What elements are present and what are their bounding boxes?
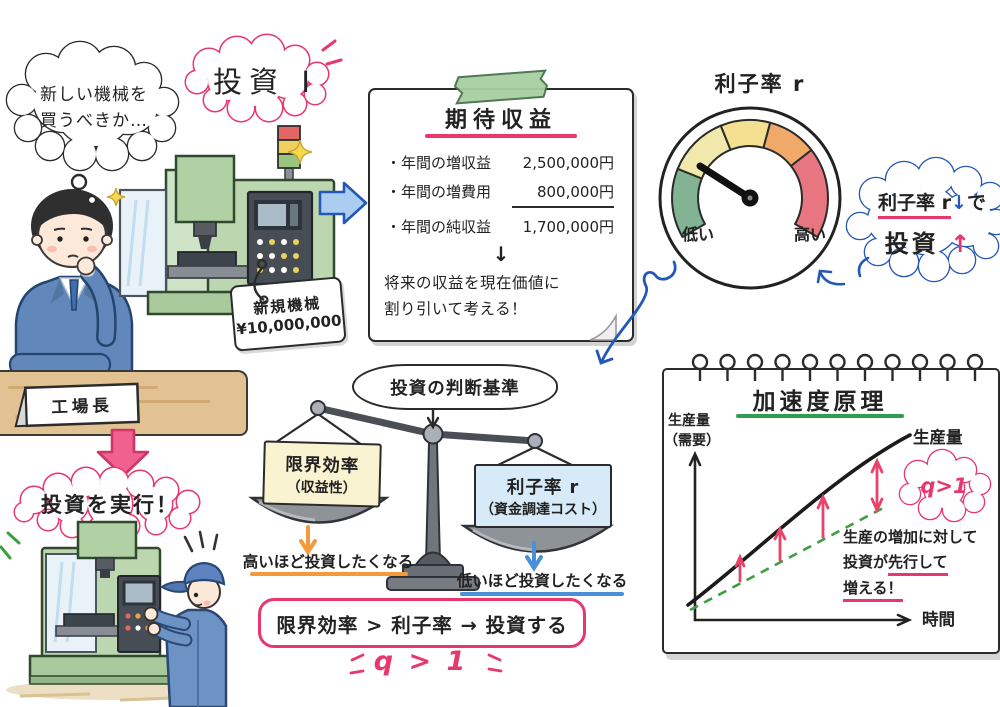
note-title: 期待収益 bbox=[444, 108, 557, 133]
note-emphasized: 増える！ bbox=[843, 579, 903, 602]
execute-bubble: 投資を実行！ bbox=[10, 466, 210, 541]
up-arrow-glyph: ↑ bbox=[950, 230, 974, 258]
title-bubble: 投資 I bbox=[183, 33, 333, 123]
note-row-value: 2,500,000円 bbox=[522, 154, 614, 172]
curve-label: 生産量 bbox=[913, 428, 963, 447]
machine-control-panel bbox=[246, 190, 314, 286]
notebook-title-underline bbox=[736, 414, 904, 418]
gauge-dial-icon bbox=[658, 106, 842, 290]
name-plate-label: 工場長 bbox=[50, 395, 114, 417]
graph-axes bbox=[688, 450, 913, 627]
q-cloud: q>1 bbox=[896, 448, 992, 523]
note-row: ・年間の増費用 800,000円 bbox=[386, 181, 614, 202]
thought-bubble: 新しい機械を 買うべきか… bbox=[5, 40, 182, 178]
name-plate: 工場長 bbox=[11, 380, 145, 431]
balance-bubble: 投資の判断基準 bbox=[352, 364, 558, 410]
note-emphasized: 先行して bbox=[888, 553, 948, 576]
down-arrow-glyph: ↓ bbox=[492, 242, 510, 266]
notebook-note-line1: 生産の増加に対して bbox=[843, 528, 978, 546]
left-card-line1: 限界効率 bbox=[284, 454, 360, 477]
gauge-low-label: 低い bbox=[681, 225, 714, 244]
left-note: 高いほど投資したくなる bbox=[242, 553, 414, 571]
thought-line1: 新しい機械を bbox=[40, 84, 148, 105]
left-note-underline bbox=[250, 572, 408, 576]
expected-revenue-note: 期待収益 ・年間の増収益 2,500,000円 ・年間の増費用 800,000円… bbox=[368, 88, 634, 342]
gauge-needle-icon bbox=[696, 162, 754, 202]
gauge-high-label: 高い bbox=[793, 225, 826, 244]
note-plain: 投資が bbox=[843, 553, 889, 571]
interest-rate-card: 利子率 r （資金調達コスト） bbox=[474, 464, 612, 528]
graph-xlabel: 時間 bbox=[922, 610, 955, 629]
conclusion-box: 限界効率 > 利子率 → 投資する bbox=[258, 598, 586, 648]
investment-dashed-line bbox=[689, 506, 884, 612]
notebook-note-line3: 増える！ bbox=[843, 579, 903, 602]
signal-tower-icon bbox=[277, 125, 301, 183]
interest-subject: 利子率 r bbox=[878, 192, 952, 219]
worker-machine-illustration bbox=[6, 520, 228, 707]
notebook-note-line2: 投資が先行して bbox=[843, 553, 948, 576]
arrow-right-icon bbox=[318, 181, 368, 225]
note-row-label: ・年間の純収益 bbox=[386, 218, 492, 236]
q-formula: q > 1 bbox=[373, 646, 469, 677]
price-tag-price: ¥10,000,000 bbox=[235, 310, 343, 339]
note-footer1: 将来の収益を現在価値に bbox=[384, 274, 561, 292]
right-note-underline bbox=[460, 592, 624, 596]
balance-scale-icon bbox=[248, 400, 614, 591]
note-row-value: 800,000円 bbox=[536, 183, 614, 201]
interest-cloud-icon bbox=[845, 156, 1000, 283]
thought-line2: 買うべきか… bbox=[40, 111, 148, 131]
note-row-label: ・年間の増収益 bbox=[386, 154, 492, 172]
execute-arrow-icon bbox=[96, 428, 150, 478]
right-card-line1: 利子率 r bbox=[506, 477, 580, 498]
interest-particle: で bbox=[966, 192, 986, 214]
note-row: ・年間の増収益 2,500,000円 bbox=[386, 152, 614, 173]
right-pan bbox=[460, 524, 614, 553]
left-card-line2: （収益性） bbox=[286, 478, 357, 497]
note-sum-line bbox=[512, 206, 614, 208]
down-arrow-glyph: ↓ bbox=[951, 192, 967, 214]
gap-arrows bbox=[734, 457, 884, 583]
graph-ylabel-line1: 生産量 bbox=[668, 413, 710, 429]
production-graph bbox=[686, 433, 913, 627]
manager-figure bbox=[8, 189, 134, 384]
interest-cloud: 利子率 r↓で 投資 ↑ bbox=[845, 150, 1000, 290]
worker-figure bbox=[143, 561, 228, 707]
gauge-title: 利子率 r bbox=[714, 72, 806, 96]
worker-cap bbox=[182, 561, 226, 586]
interest-object: 投資 bbox=[884, 230, 939, 258]
page-title: 投資 I bbox=[213, 65, 317, 99]
production-curve bbox=[686, 433, 912, 607]
paper-fold-icon bbox=[589, 312, 617, 341]
marginal-efficiency-card: 限界効率 （収益性） bbox=[262, 440, 382, 508]
note-footer2: 割り引いて考える！ bbox=[384, 300, 528, 318]
spiral-binding-icon bbox=[691, 353, 984, 381]
graph-ylabel-line2: （需要） bbox=[664, 433, 720, 449]
q-cloud-label: q>1 bbox=[920, 474, 968, 498]
note-title-underline bbox=[425, 134, 577, 138]
right-note: 低いほど投資したくなる bbox=[456, 572, 628, 590]
manager-hand bbox=[76, 256, 96, 276]
note-row-label: ・年間の増費用 bbox=[386, 183, 492, 201]
right-card-line2: （資金調達コスト） bbox=[480, 501, 606, 518]
note-row: ・年間の純収益 1,700,000円 bbox=[386, 216, 614, 237]
notebook-title: 加速度原理 bbox=[752, 389, 888, 415]
price-tag: 新規機械 ¥10,000,000 bbox=[229, 276, 347, 352]
note-row-value: 1,700,000円 bbox=[522, 218, 614, 236]
tape-icon bbox=[453, 69, 549, 105]
execute-label: 投資を実行！ bbox=[41, 493, 179, 517]
